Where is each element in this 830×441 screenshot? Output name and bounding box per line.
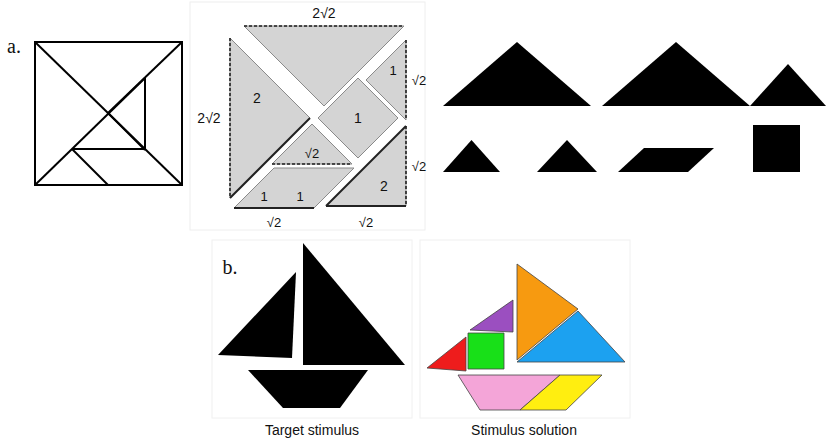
dashed-edges: [230, 26, 406, 206]
panel-frame: [212, 240, 412, 418]
piece-silhouettes: [443, 42, 826, 172]
edge-length: 2√2: [197, 111, 220, 125]
panel-letter: a.: [7, 36, 21, 56]
edge-length: 2√2: [312, 6, 335, 20]
edge-length: √2: [412, 160, 426, 173]
exploded-pieces: [230, 26, 406, 208]
sailboat-silhouette: [218, 243, 405, 408]
edge-length: 1: [354, 111, 362, 125]
edge-length: 1: [260, 190, 267, 203]
panel-frame: [420, 240, 630, 418]
edge-length: 1: [296, 190, 303, 203]
panel-caption: Stimulus solution: [471, 423, 577, 437]
panel-frame: [190, 2, 425, 230]
edge-length: √2: [359, 216, 373, 229]
edge-length: √2: [267, 216, 281, 229]
edge-length: √2: [305, 147, 319, 160]
panel-letter: b.: [223, 257, 238, 277]
panel-caption: Target stimulus: [265, 423, 359, 437]
edge-length: √2: [412, 74, 426, 87]
edge-length: 2: [253, 91, 261, 105]
sailboat-solution: [427, 264, 625, 410]
edge-length: 2: [380, 179, 388, 193]
solid-edges: [230, 118, 406, 208]
tangram-square-lines: [35, 42, 182, 185]
edge-length: 1: [389, 64, 396, 77]
